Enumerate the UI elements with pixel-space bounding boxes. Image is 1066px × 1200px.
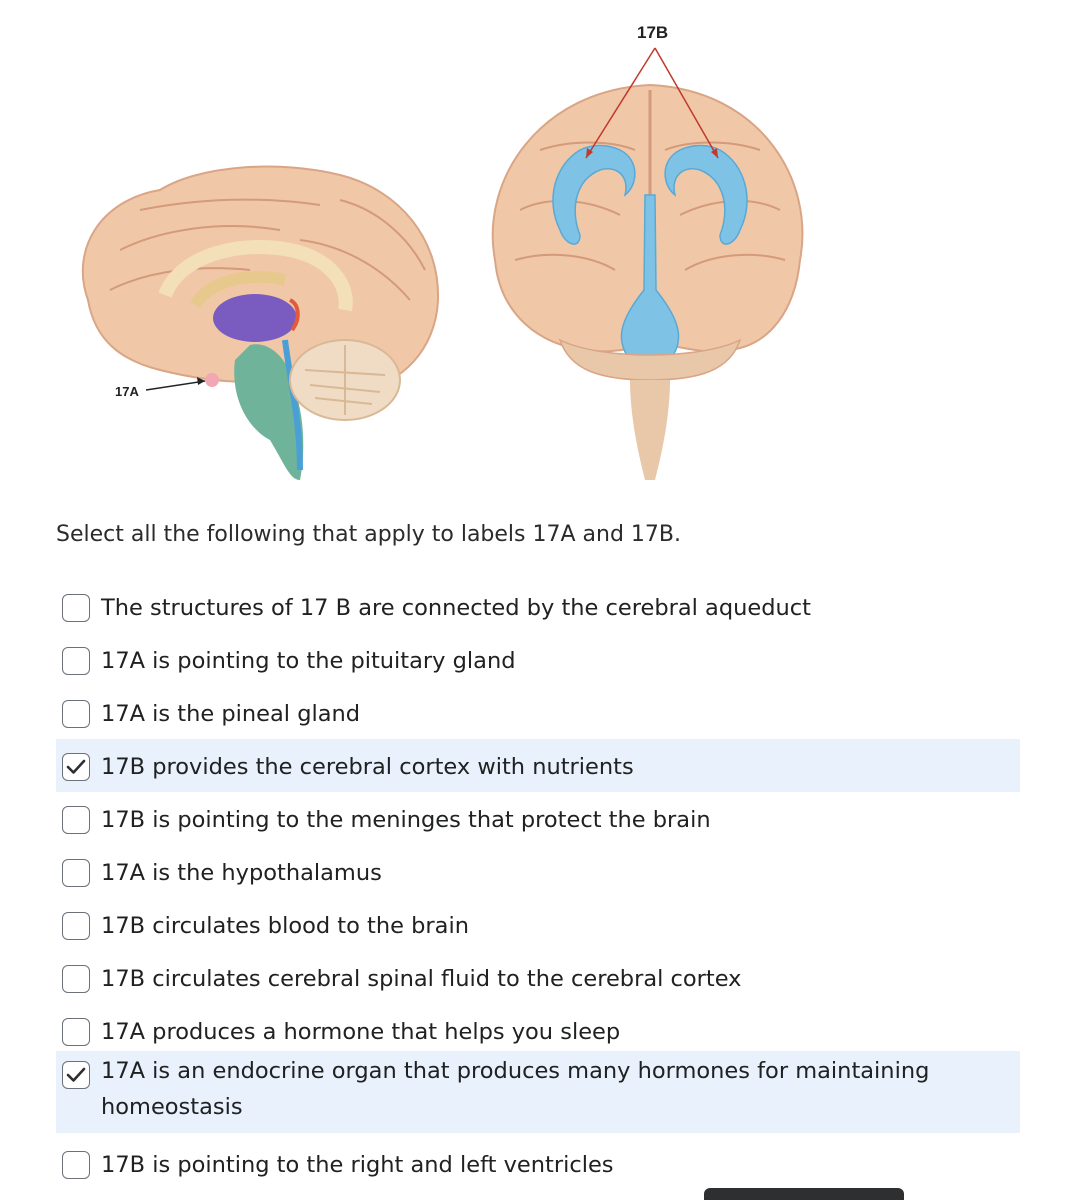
checkbox[interactable]: [62, 1151, 90, 1179]
checkbox[interactable]: [62, 700, 90, 728]
checkbox-checked[interactable]: [62, 753, 90, 781]
option-label: 17A is pointing to the pituitary gland: [101, 648, 516, 674]
submit-button-partial[interactable]: [704, 1188, 904, 1200]
option-3[interactable]: 17B provides the cerebral cortex with nu…: [56, 739, 1020, 792]
checkmark-icon: [66, 759, 86, 774]
option-label: 17A is an endocrine organ that produces …: [101, 1058, 930, 1120]
option-10[interactable]: 17B is pointing to the right and left ve…: [56, 1133, 1020, 1186]
option-7[interactable]: 17B circulates cerebral spinal fluid to …: [56, 951, 1020, 1004]
checkbox-checked[interactable]: [62, 1061, 90, 1089]
option-6[interactable]: 17B circulates blood to the brain: [56, 898, 1020, 951]
option-8[interactable]: 17A produces a hormone that helps you sl…: [56, 1004, 1020, 1051]
label-17b: 17B: [637, 23, 668, 42]
checkbox[interactable]: [62, 912, 90, 940]
option-label: 17B circulates cerebral spinal fluid to …: [101, 966, 742, 992]
option-5[interactable]: 17A is the hypothalamus: [56, 845, 1020, 898]
option-9[interactable]: 17A is an endocrine organ that produces …: [56, 1051, 1020, 1133]
checkbox[interactable]: [62, 965, 90, 993]
brain-figure: 17A 17B: [0, 0, 1066, 500]
option-label: 17B is pointing to the meninges that pro…: [101, 807, 711, 833]
checkbox[interactable]: [62, 647, 90, 675]
frontal-brain-image: [491, 47, 804, 480]
option-label: 17B circulates blood to the brain: [101, 913, 469, 939]
sagittal-brain-image: [81, 165, 440, 480]
option-label: 17A is the pineal gland: [101, 701, 361, 727]
question-prompt: Select all the following that apply to l…: [56, 522, 682, 547]
label-17a: 17A: [115, 384, 139, 399]
checkmark-icon: [66, 1067, 86, 1082]
option-label: 17B provides the cerebral cortex with nu…: [101, 754, 634, 780]
option-label: 17A is the hypothalamus: [101, 860, 382, 886]
answer-options: The structures of 17 B are connected by …: [56, 580, 1020, 1186]
checkbox[interactable]: [62, 1018, 90, 1046]
checkbox[interactable]: [62, 594, 90, 622]
option-1[interactable]: 17A is pointing to the pituitary gland: [56, 633, 1020, 686]
option-label: 17A produces a hormone that helps you sl…: [101, 1019, 621, 1045]
option-label: 17B is pointing to the right and left ve…: [101, 1152, 614, 1178]
option-2[interactable]: 17A is the pineal gland: [56, 686, 1020, 739]
brain-illustration: 17A 17B: [81, 23, 804, 480]
checkbox[interactable]: [62, 806, 90, 834]
option-label: The structures of 17 B are connected by …: [101, 595, 811, 621]
option-0[interactable]: The structures of 17 B are connected by …: [56, 580, 1020, 633]
option-4[interactable]: 17B is pointing to the meninges that pro…: [56, 792, 1020, 845]
checkbox[interactable]: [62, 859, 90, 887]
